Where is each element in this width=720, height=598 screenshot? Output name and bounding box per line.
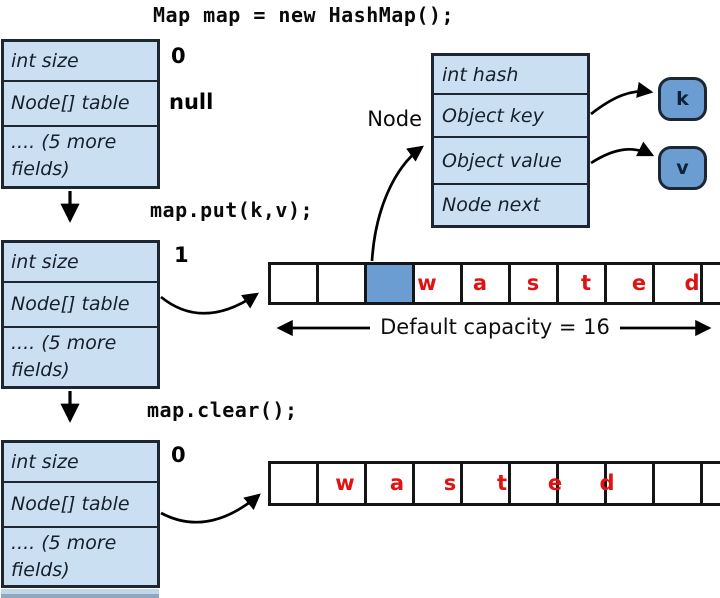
- value-ref-arrow: [590, 141, 655, 165]
- cutoff-box-sliver: [1, 589, 159, 598]
- clear-call-label: map.clear();: [147, 398, 298, 422]
- node-field-value: Object value: [434, 136, 587, 183]
- key-ref-arrow: [590, 81, 654, 116]
- wasted-letter: w: [335, 471, 355, 495]
- bucket-cell: [700, 461, 720, 506]
- node-field-key: Object key: [434, 93, 587, 136]
- bucket-cell: [604, 262, 655, 305]
- title-code: Map map = new HashMap();: [153, 3, 454, 27]
- wasted-letter: s: [526, 271, 540, 295]
- bucket-cell: [268, 262, 319, 305]
- bucket-cell: [460, 262, 511, 305]
- wasted-letter: d: [684, 271, 700, 295]
- wasted-letter: w: [417, 271, 437, 295]
- size-value-0: 0: [171, 44, 186, 68]
- field-more-fields: .... (5 more fields): [4, 526, 157, 587]
- field-more-fields: .... (5 more fields): [4, 125, 157, 186]
- node-label: Node: [367, 107, 422, 131]
- field-int-size: int size: [11, 250, 79, 273]
- wasted-letter: a: [389, 471, 405, 495]
- map-state-box-3: int size Node[] table .... (5 more field…: [1, 440, 160, 588]
- table-ref-arrow-1: [160, 292, 260, 315]
- node-struct-box: int hash Object key Object value Node ne…: [431, 53, 590, 228]
- bucket-cell: [604, 461, 655, 506]
- field-int-size: int size: [11, 49, 79, 72]
- field-node-table: Node[] table: [4, 281, 157, 326]
- size-value-1: 1: [174, 243, 189, 267]
- wasted-letter: e: [547, 471, 563, 495]
- table-value-null: null: [169, 90, 214, 114]
- put-call-label: map.put(k,v);: [150, 198, 314, 222]
- wasted-letter: a: [472, 271, 488, 295]
- node-field-hash: int hash: [442, 63, 519, 86]
- key-ref-chip: k: [658, 77, 707, 121]
- bucket-array-after-put: [268, 262, 720, 305]
- field-more-fields: .... (5 more fields): [4, 326, 157, 387]
- bucket-to-node-arrow: [370, 145, 424, 262]
- size-value-2: 0: [171, 443, 186, 467]
- map-state-box-2: int size Node[] table .... (5 more field…: [1, 240, 160, 389]
- capacity-label: Default capacity = 16: [380, 315, 610, 339]
- field-node-table: Node[] table: [4, 481, 157, 526]
- bucket-cell: [412, 262, 463, 305]
- node-field-next: Node next: [434, 183, 587, 225]
- bucket-cell: [700, 262, 720, 305]
- bucket-cell: [316, 262, 367, 305]
- table-ref-arrow-2: [160, 493, 261, 524]
- field-node-table: Node[] table: [4, 80, 157, 125]
- value-ref-chip: v: [658, 146, 707, 190]
- bucket-array-after-clear: [268, 461, 720, 506]
- bucket-cell: [652, 461, 703, 506]
- field-int-size: int size: [11, 450, 79, 473]
- wasted-letter: e: [631, 271, 647, 295]
- bucket-cell: [508, 262, 559, 305]
- wasted-letter: d: [599, 471, 615, 495]
- wasted-letter: t: [496, 471, 508, 495]
- wasted-letter: t: [580, 271, 592, 295]
- bucket-cell-occupied: [364, 262, 415, 305]
- bucket-cell: [268, 461, 319, 506]
- wasted-letter: s: [443, 471, 457, 495]
- map-state-box-1: int size Node[] table .... (5 more field…: [1, 39, 160, 189]
